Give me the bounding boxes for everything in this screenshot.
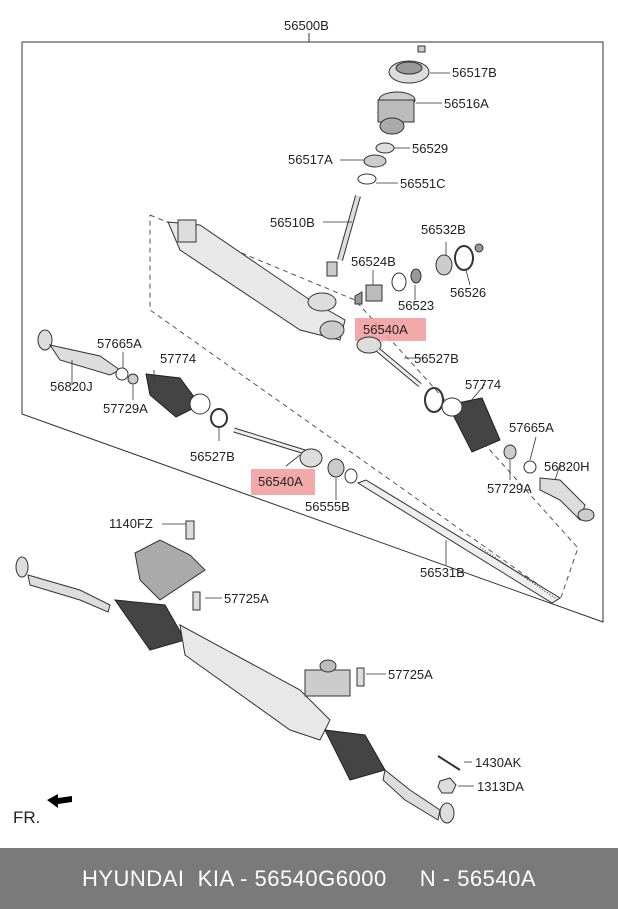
pinion-cap-56517B [388,45,430,84]
label-57725A-lower: 57725A [388,667,433,682]
pinion-housing-56516A [377,91,416,135]
clamp-56527B-left [210,408,228,428]
oring-56523b [410,268,422,284]
label-56820H: 56820H [544,459,590,474]
label-57729A-left: 57729A [103,401,148,416]
yoke-56524B [354,284,383,305]
clip-57729A-left [127,373,139,385]
label-1430AK: 1430AK [475,755,522,770]
label-56551C: 56551C [400,176,446,191]
bush-56555B-ring [344,468,358,484]
pin-1430AK [437,755,461,771]
rack-dashed-box [149,214,579,601]
label-56524B: 56524B [351,254,396,269]
label-56500B: 56500B [284,18,329,33]
seal-56529 [375,142,395,154]
label-56532B: 56532B [421,222,466,237]
assembled-rack [15,556,455,824]
bearing-56517A [363,154,387,168]
highlight-56540A-top [355,318,426,341]
bush-56555B [327,458,345,478]
label-56529: 56529 [412,141,448,156]
label-56555B: 56555B [305,499,350,514]
boot-57774-left [145,373,211,418]
label-56526: 56526 [450,285,486,300]
plug-56532B [435,254,453,276]
label-56527B-left: 56527B [190,449,235,464]
label-1313DA: 1313DA [477,779,524,794]
spring-56523 [391,272,407,292]
label-56531B: 56531B [420,565,465,580]
inner-tie-rod-right [356,336,422,387]
rack-housing [167,219,346,341]
nut-57665A-right [523,460,537,474]
label-57774-left: 57774 [160,351,196,366]
clip-57729A-right [503,444,517,460]
label-57729A-right: 57729A [487,481,532,496]
rack-bar-56531B [356,479,561,604]
tie-rod-end-56820J [37,329,121,376]
ring-56526 [454,245,474,271]
tie-rod-end-56820H [539,477,595,522]
inner-tie-rod-left [233,427,323,468]
nut-56526 [474,243,484,253]
clamp-56527B-right [424,387,444,413]
assembly-frame [21,41,604,623]
parts-diagram: 56500B 56540A [13,18,604,827]
label-56523: 56523 [398,298,434,313]
label-56540A-bottom: 56540A [258,474,303,489]
label-57665A-left: 57665A [97,336,142,351]
nut-57665A-left [115,367,129,381]
boot-57774-right [441,397,501,453]
front-arrow-icon [47,794,72,808]
ring-56551C [357,173,377,185]
leader-lines [71,72,561,787]
label-56820J: 56820J [50,379,93,394]
label-56517A: 56517A [288,152,333,167]
footer-text: HYUNDAI KIA - 56540G6000 N - 56540A [81,865,537,891]
bolt-57725A-lower [356,667,365,687]
label-57774-right: 57774 [465,377,501,392]
highlight-56540A-bottom [251,469,315,495]
nut-1313DA [437,777,457,794]
bolt-57725A-upper [192,591,201,611]
label-56516A: 56516A [444,96,489,111]
label-57725A-upper: 57725A [224,591,269,606]
label-56510B: 56510B [270,215,315,230]
label-57665A-right: 57665A [509,420,554,435]
label-56540A-top: 56540A [363,322,408,337]
bracket-1140FZ [134,520,206,601]
label-front: FR. [13,808,40,827]
part-number-footer: HYUNDAI KIA - 56540G6000 N - 56540A [0,848,618,909]
label-56517B: 56517B [452,65,497,80]
label-1140FZ: 1140FZ [109,516,153,531]
label-56527B-right: 56527B [414,351,459,366]
pinion-shaft-56510B [326,195,361,277]
